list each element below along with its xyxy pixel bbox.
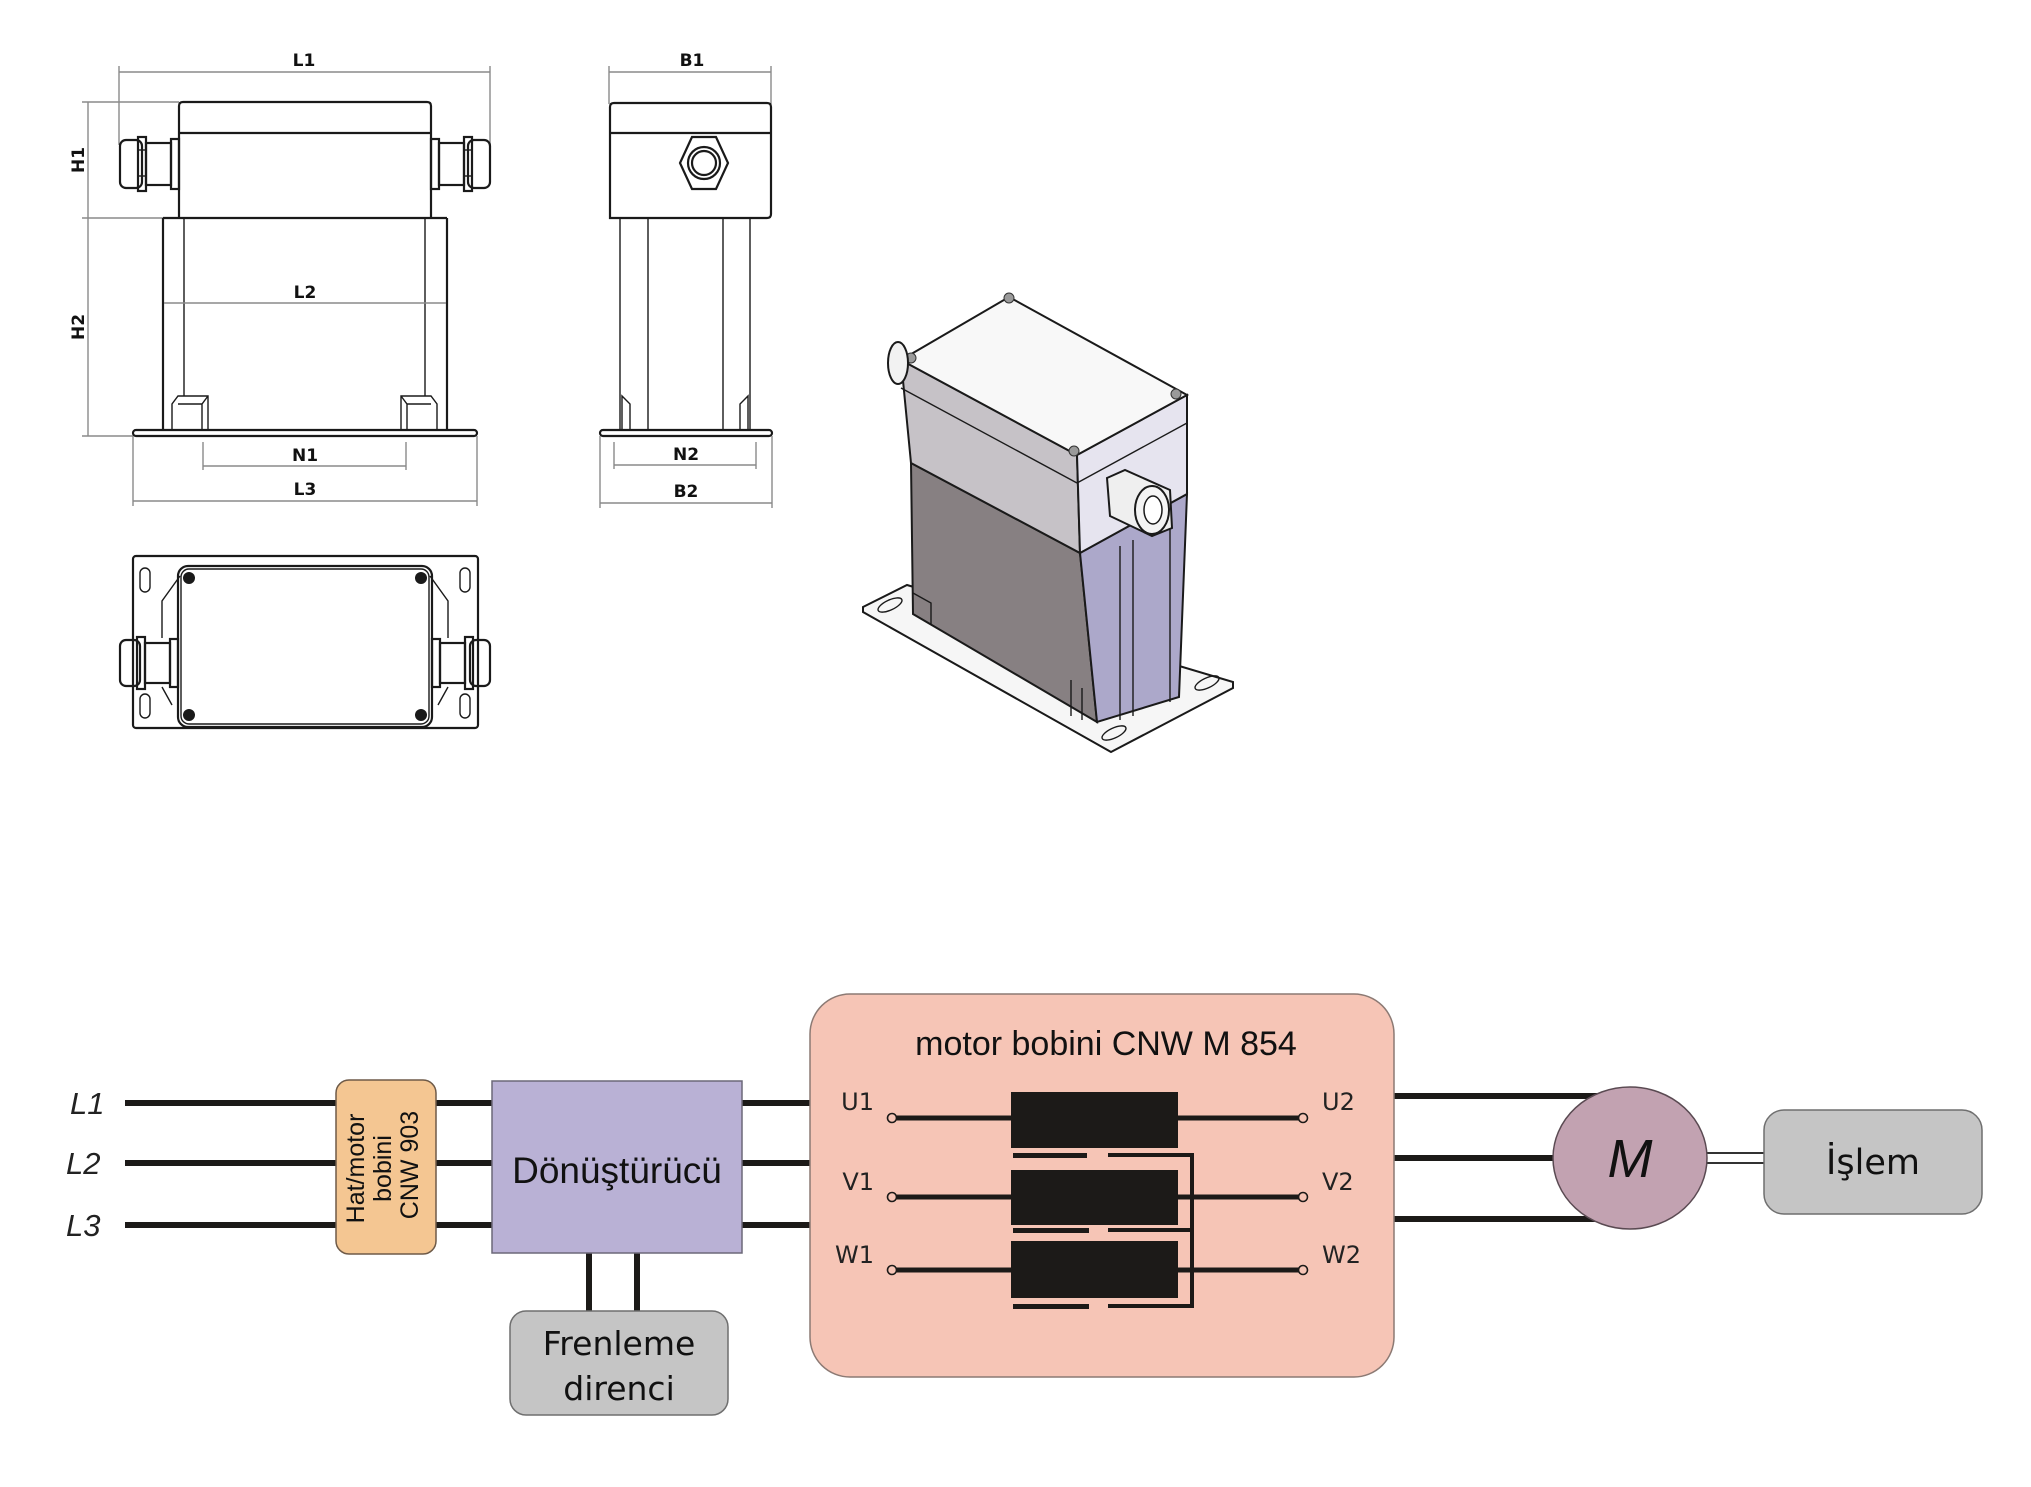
terminal-w2 <box>1297 1264 1309 1276</box>
terminal-u2 <box>1297 1112 1309 1124</box>
terminal-label-u2: U2 <box>1322 1088 1355 1116</box>
dim-label-h1: H1 <box>69 147 89 173</box>
line-choke-label-line-3: CNW 903 <box>396 1111 424 1219</box>
line-choke-block: Hat/motor bobini CNW 903 <box>335 1079 437 1255</box>
top-lid-edge <box>180 568 430 725</box>
converter-output-wires <box>742 1100 810 1228</box>
brake-resistor-label-line-1: Frenleme <box>543 1324 696 1363</box>
line-choke-label-line-1: Hat/motor <box>342 1114 370 1224</box>
motor-choke-block: motor bobini CNW M 854 U1 V1 W1 U2 V2 W2 <box>809 993 1395 1378</box>
isometric-view <box>862 292 1234 754</box>
iso-base-edge <box>862 611 1112 753</box>
iso-foot-left <box>912 592 932 625</box>
side-gland-ring <box>686 145 722 181</box>
dim-label-h2: H2 <box>69 314 89 340</box>
side-foot-left <box>621 394 631 430</box>
side-foot-right <box>739 394 749 430</box>
coil-u <box>1011 1092 1178 1148</box>
dim-label-l3: L3 <box>294 480 317 500</box>
front-foot-left <box>171 395 209 430</box>
motor-circle <box>1552 1086 1708 1230</box>
converter-label: Dönüştürücü <box>512 1150 722 1191</box>
process-label: İşlem <box>1826 1141 1920 1183</box>
coil-w <box>1011 1241 1178 1298</box>
line-choke-label-line-2: bobini <box>369 1135 397 1202</box>
schematic: L1 L2 L3 Hat/motor bobini <box>66 993 1983 1416</box>
line-choke-box <box>335 1079 437 1255</box>
top-cable-gland-right <box>430 635 492 691</box>
top-terminal-box <box>176 564 434 729</box>
choke-internal-wires <box>892 1115 1303 1308</box>
phase-label-l3: L3 <box>66 1208 100 1243</box>
dim-label-n2: N2 <box>673 445 699 465</box>
terminal-label-u1: U1 <box>841 1088 874 1116</box>
brake-resistor-label-line-2: direnci <box>563 1369 675 1408</box>
converter-box <box>491 1080 743 1254</box>
motor-shaft <box>1700 1152 1766 1164</box>
front-cable-gland-right <box>429 135 492 193</box>
iso-lid-seam-side <box>1076 422 1188 484</box>
brake-resistor-box <box>509 1310 729 1416</box>
motor-choke-title: motor bobini CNW M 854 <box>915 1025 1297 1063</box>
motor-wires <box>1394 1093 1600 1222</box>
choke-coils <box>1011 1092 1178 1309</box>
top-lid-screws <box>183 572 427 721</box>
iso-cable-gland-front <box>1105 468 1174 538</box>
terminal-circles <box>886 1112 1309 1276</box>
top-view <box>118 554 492 730</box>
top-core-outline <box>161 575 449 706</box>
terminal-label-w2: W2 <box>1322 1241 1361 1269</box>
iso-cable-gland-left <box>887 341 909 385</box>
iso-lid-seam-front <box>900 387 1078 484</box>
process-box <box>1763 1109 1983 1215</box>
terminal-w1 <box>886 1264 898 1276</box>
process-block: İşlem <box>1763 1109 1983 1215</box>
phase-label-l1: L1 <box>70 1086 104 1121</box>
iso-mounting-slots <box>877 597 1220 741</box>
line-choke-label: Hat/motor bobini CNW 903 <box>342 1107 424 1224</box>
side-base-plate <box>598 428 774 438</box>
dim-label-l1: L1 <box>293 51 316 71</box>
terminal-label-v2: V2 <box>1322 1168 1354 1196</box>
front-cable-gland-left <box>118 135 181 193</box>
terminal-label-w1: W1 <box>835 1241 874 1269</box>
side-gland-hex <box>678 135 730 191</box>
terminal-v1 <box>886 1191 898 1203</box>
side-gland-hole <box>690 149 718 177</box>
motor-label: M <box>1608 1129 1653 1189</box>
coil-v <box>1011 1170 1178 1225</box>
side-terminal-box <box>608 101 773 220</box>
side-view: B1 N2 B2 <box>598 51 774 508</box>
converter-block: Dönüştürücü <box>491 1080 743 1254</box>
front-view: L1 H1 H2 <box>69 51 492 506</box>
phase-label-l2: L2 <box>66 1146 100 1181</box>
dim-label-n1: N1 <box>292 446 318 466</box>
terminal-u1 <box>886 1112 898 1124</box>
top-cable-gland-left <box>118 635 180 691</box>
brake-resistor-block: Frenleme direnci <box>509 1310 729 1416</box>
iso-foot-right <box>1070 680 1083 720</box>
motor-block: M <box>1552 1086 1708 1230</box>
input-wires <box>125 1100 492 1228</box>
dim-label-l2: L2 <box>294 283 317 303</box>
top-mounting-slots <box>139 567 471 719</box>
front-foot-right <box>400 395 438 430</box>
dim-label-b1: B1 <box>680 51 705 71</box>
front-base-plate <box>131 428 479 438</box>
terminal-label-v1: V1 <box>842 1168 874 1196</box>
terminal-v2 <box>1297 1191 1309 1203</box>
front-terminal-box <box>177 100 433 218</box>
dim-label-b2: B2 <box>674 482 699 502</box>
